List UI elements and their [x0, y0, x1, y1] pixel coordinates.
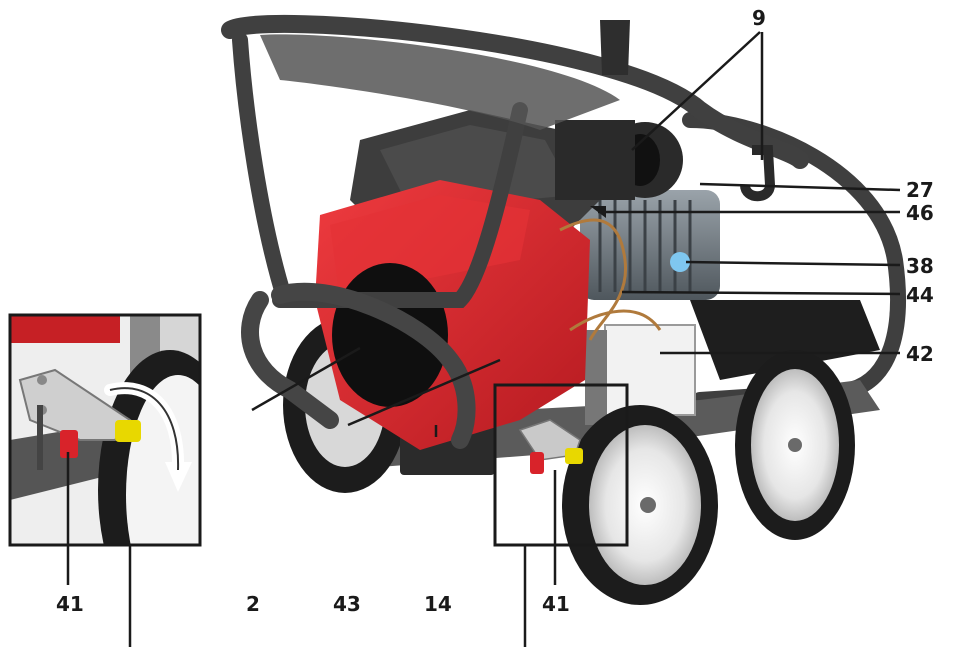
detail-inset [10, 315, 200, 545]
electric-motor [580, 190, 720, 300]
callout-46: 46 [906, 201, 934, 225]
callout-44: 44 [906, 283, 934, 307]
front-bumper [241, 291, 339, 429]
highlight-box [493, 383, 629, 547]
callout-27: 27 [906, 178, 934, 202]
handle-knob [600, 20, 630, 75]
hook-right [740, 145, 776, 202]
callout-41-main: 41 [542, 592, 570, 616]
callout-38: 38 [906, 254, 934, 278]
machine-body [221, 14, 906, 605]
detail-inset-border [8, 313, 202, 547]
brake-valve-main [518, 419, 583, 474]
control-panel [604, 324, 696, 416]
callout-41-detail: 41 [56, 592, 84, 616]
muffler [555, 120, 683, 200]
callout-42: 42 [906, 342, 934, 366]
wheel-rear-right [735, 350, 855, 540]
callout-43: 43 [333, 592, 361, 616]
callout-2: 2 [246, 592, 260, 616]
callout-9: 9 [752, 6, 766, 30]
callout-14: 14 [424, 592, 452, 616]
side-box [690, 300, 880, 380]
wheel-front-right [562, 405, 718, 605]
leader-lines [66, 31, 901, 647]
